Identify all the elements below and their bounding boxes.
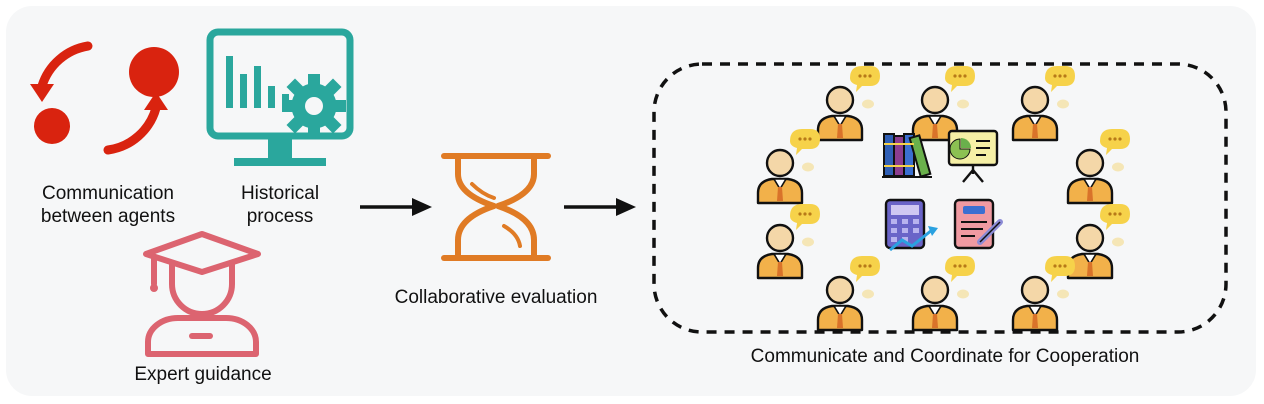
hourglass-icon xyxy=(441,153,551,261)
agent-bottom-right xyxy=(1011,254,1077,332)
flow-arrow-2 xyxy=(564,198,636,216)
monitor-chart-gear-icon xyxy=(206,28,354,166)
agent-bottom-left xyxy=(816,254,882,332)
agent-mid-left-upper xyxy=(756,127,822,205)
collab-label: Collaborative evaluation xyxy=(394,287,598,308)
expert-label: Expert guidance xyxy=(134,364,272,385)
agent-mid-right-upper xyxy=(1066,127,1132,205)
flow-arrow-1 xyxy=(360,198,432,216)
clipboard-icon xyxy=(953,198,1003,250)
calculator-icon xyxy=(884,198,938,252)
presentation-board-icon xyxy=(947,129,999,183)
communication-label-line1: Communication xyxy=(42,183,174,204)
historical-label-line1: Historical xyxy=(240,183,320,204)
cooperation-box xyxy=(652,62,1228,334)
communication-label: Communication between agents xyxy=(28,182,188,228)
books-icon xyxy=(882,133,932,178)
graduate-icon xyxy=(143,231,261,357)
historical-label: Historical process xyxy=(200,182,360,228)
communication-label-line2: between agents xyxy=(40,206,176,227)
cooperation-label: Communicate and Coordinate for Cooperati… xyxy=(750,346,1140,367)
cycle-arrows-icon xyxy=(30,41,179,155)
historical-label-line2: process xyxy=(246,206,314,227)
agent-bottom-center xyxy=(911,254,977,332)
